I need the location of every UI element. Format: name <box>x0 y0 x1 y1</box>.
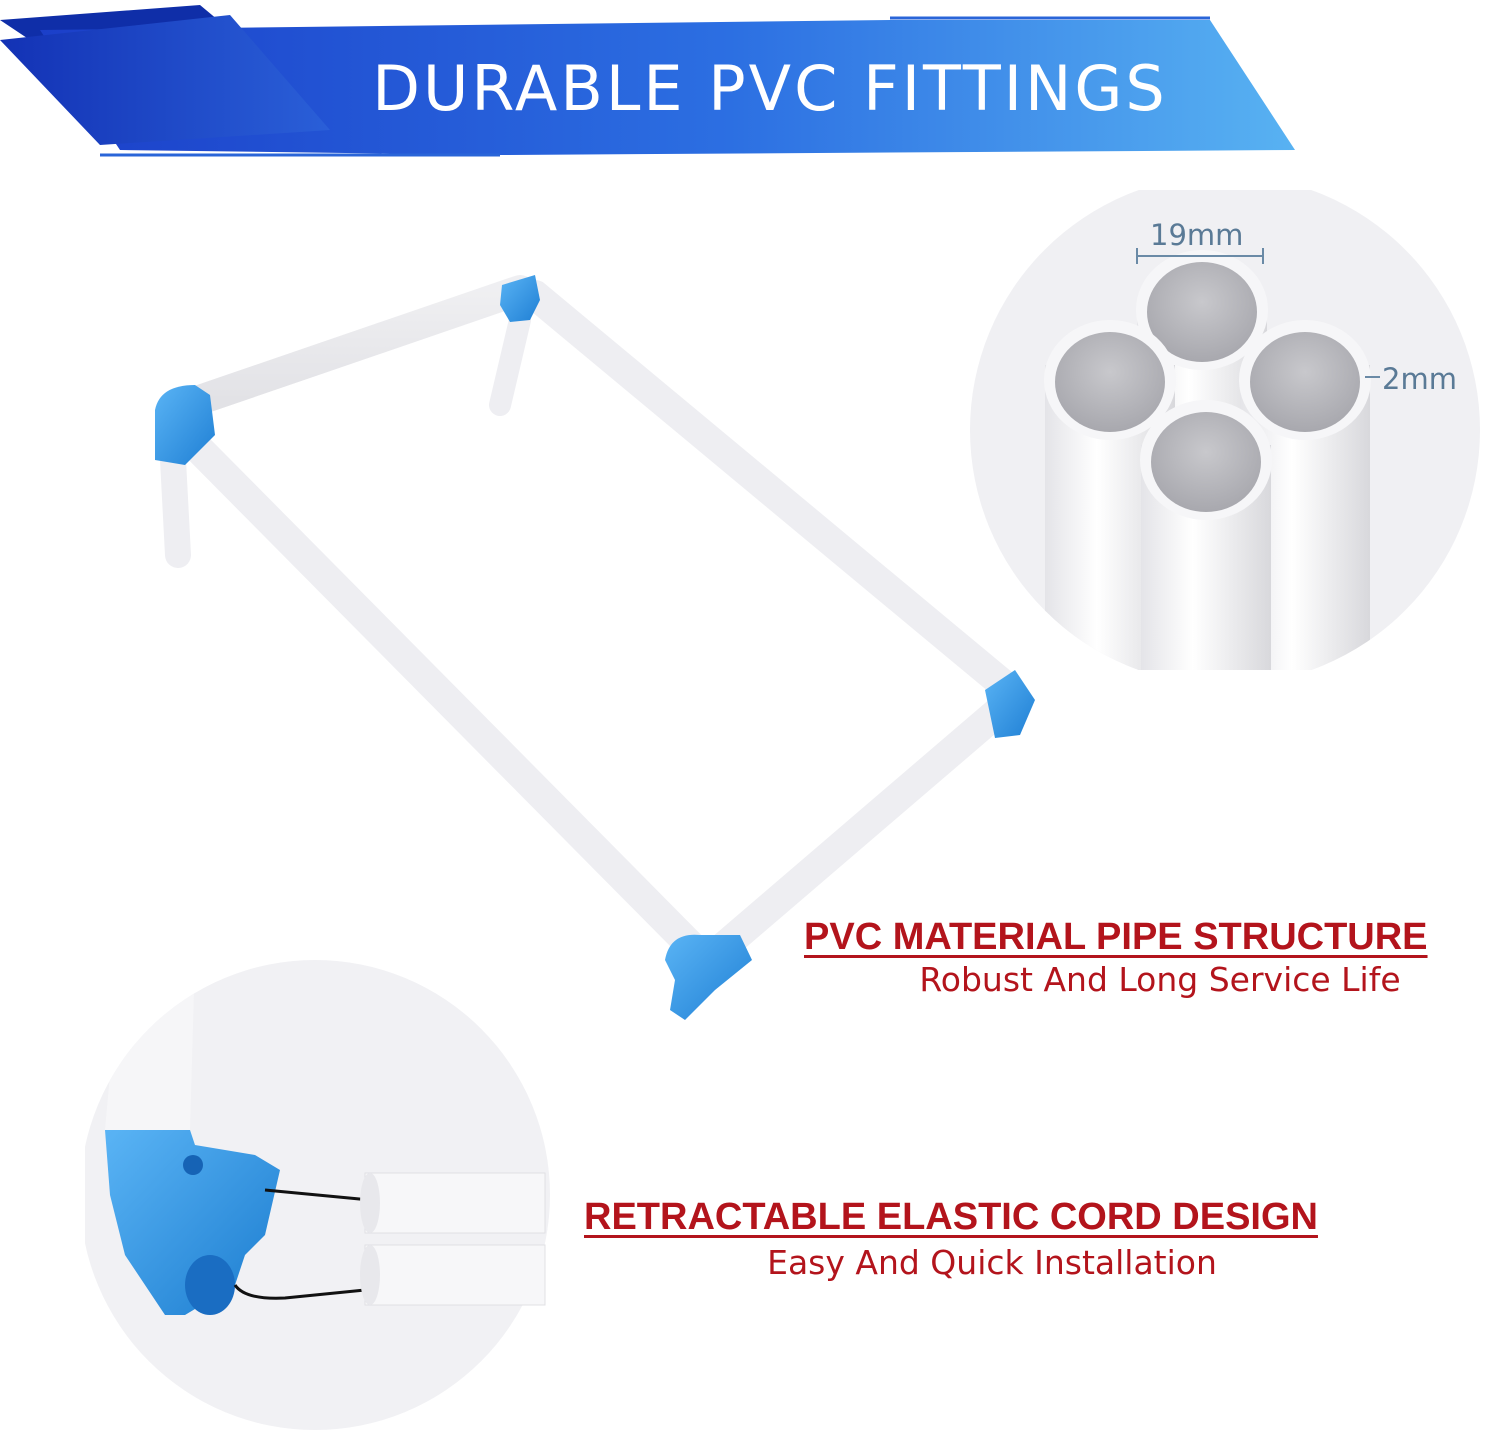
pipe-crosssection-detail <box>970 190 1480 670</box>
frame-pipes <box>160 275 1025 970</box>
elastic-cord-lower <box>233 1284 366 1300</box>
pipe-bundle <box>1044 250 1371 670</box>
feature-heading-elastic-cord: RETRACTABLE ELASTIC CORD DESIGN <box>584 1196 1318 1238</box>
fitting-top-right <box>500 275 540 322</box>
wall-thickness-label: 2mm <box>1382 362 1457 396</box>
fitting-bottom-left <box>665 934 752 1020</box>
page-title: DURABLE PVC FITTINGS <box>372 52 1168 125</box>
title-banner <box>0 5 1295 157</box>
fitting-bottom-right <box>985 670 1035 738</box>
elbow-fitting <box>105 1130 280 1315</box>
corner-fittings <box>155 275 1035 1020</box>
elastic-cord-upper <box>264 1188 371 1202</box>
feature-subtitle-pvc-material: Robust And Long Service Life <box>919 960 1401 999</box>
pvc-frame-illustration <box>155 275 1035 1020</box>
short-pipes <box>360 1172 546 1306</box>
banner-shape-main <box>40 20 1295 155</box>
fitting-top-left <box>155 385 215 465</box>
feature-subtitle-elastic-cord: Easy And Quick Installation <box>767 1243 1217 1282</box>
cord-detail-illustration <box>85 960 550 1430</box>
banner-shape-left <box>0 15 330 145</box>
feature-heading-pvc-material: PVC MATERIAL PIPE STRUCTURE <box>804 916 1428 958</box>
diameter-label: 19mm <box>1150 218 1244 252</box>
